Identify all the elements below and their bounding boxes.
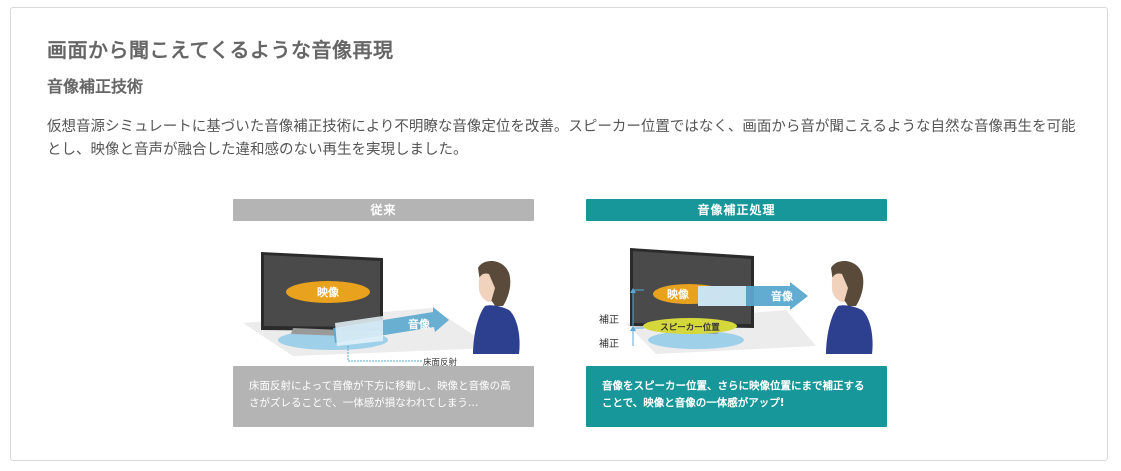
description-text: 仮想音源シミュレートに基づいた音像補正技術により不明瞭な音像定位を改善。スピーカ… (47, 119, 1076, 158)
person-illustration (473, 261, 520, 354)
page-title: 画面から聞こえてくるような音像再現 (47, 38, 394, 62)
corrected-header: 音像補正処理 (586, 199, 887, 221)
correction-label-1: 補正 (599, 313, 619, 326)
section-subtitle: 音像補正技術 (47, 77, 144, 96)
video-ellipse (286, 281, 370, 303)
corrected-caption: 音像をスピーカー位置、さらに映像位置にまで補正することで、映像と音像の一体感がア… (586, 366, 887, 427)
tv-stand (291, 328, 345, 336)
sound-label: 音像 (408, 317, 431, 331)
conventional-caption: 床面反射によって音像が下方に移動し、映像と音像の高さがズレることで、一体感が損な… (233, 366, 534, 427)
content-card: 画面から聞こえてくるような音像再現 音像補正技術 仮想音源シミュレートに基づいた… (10, 7, 1108, 461)
conventional-header: 従来 (233, 199, 534, 221)
video-label: 映像 (317, 285, 340, 299)
correction-label-2: 補正 (599, 337, 619, 350)
speaker-label: スピーカー位置 (660, 322, 720, 333)
corrected-illustration: 映像 音像 スピーカー位置 補正 補正 (599, 248, 873, 354)
video-label: 映像 (667, 287, 690, 301)
floor-reflection-label: 床面反射 (423, 357, 458, 368)
conventional-illustration: 映像 音像 床面反射 (243, 252, 520, 368)
person-illustration (826, 261, 873, 354)
sound-label: 音像 (771, 289, 794, 303)
speaker-ellipse (643, 318, 737, 334)
